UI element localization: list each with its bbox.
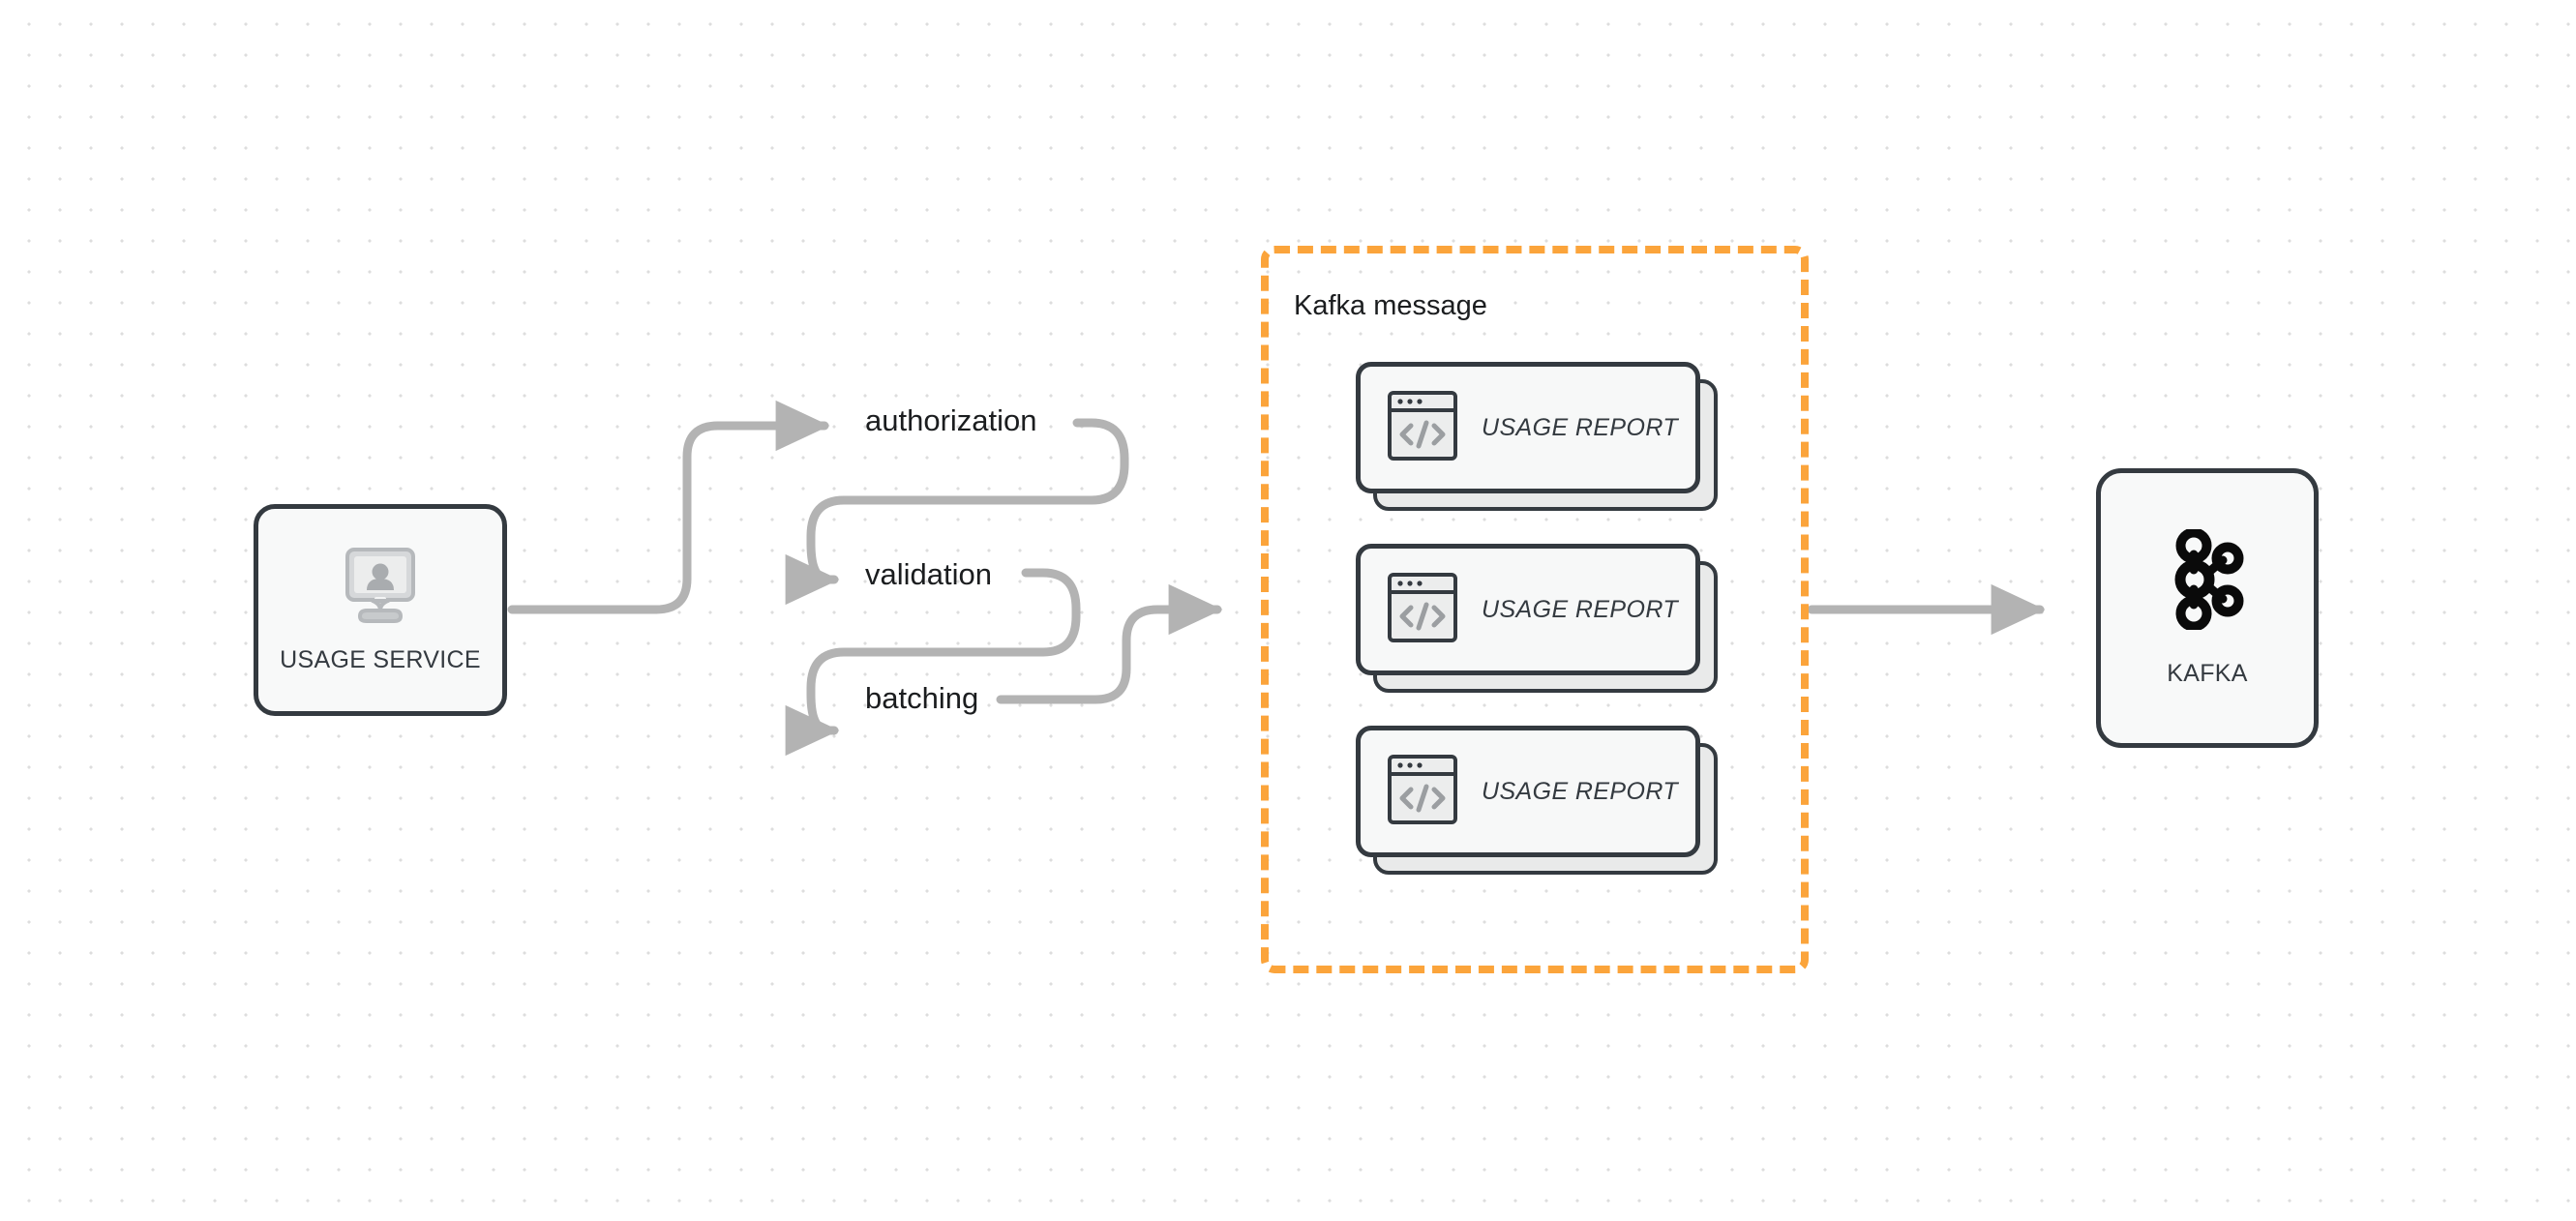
edge-authorization-to-validation — [785, 418, 1129, 606]
monitor-user-icon — [336, 547, 425, 629]
card-usage-report-label: USAGE REPORT — [1482, 413, 1678, 441]
node-usage-service-label: USAGE SERVICE — [280, 645, 481, 673]
card-usage-report-label: USAGE REPORT — [1482, 777, 1678, 805]
code-window-icon — [1387, 754, 1458, 830]
kafka-logo-icon — [2167, 527, 2248, 635]
node-kafka-label: KAFKA — [2167, 659, 2248, 687]
card-front-layer: USAGE REPORT — [1356, 726, 1700, 857]
node-kafka[interactable]: KAFKA — [2096, 468, 2319, 748]
card-usage-report[interactable]: USAGE REPORT — [1356, 362, 1718, 511]
edge-label-authorization: authorization — [865, 403, 1037, 437]
edge-label-validation: validation — [865, 557, 992, 591]
group-kafka-message — [1261, 246, 1809, 973]
group-kafka-message-title: Kafka message — [1294, 290, 1487, 321]
edge-usage-service-to-authorization — [507, 400, 830, 614]
node-usage-service[interactable]: USAGE SERVICE — [254, 504, 507, 716]
card-usage-report[interactable]: USAGE REPORT — [1356, 726, 1718, 875]
card-usage-report[interactable]: USAGE REPORT — [1356, 544, 1718, 693]
card-front-layer: USAGE REPORT — [1356, 544, 1700, 675]
code-window-icon — [1387, 572, 1458, 648]
edge-label-batching: batching — [865, 681, 979, 715]
edge-batching-to-kafka-message — [996, 583, 1223, 704]
card-front-layer: USAGE REPORT — [1356, 362, 1700, 493]
code-window-icon — [1387, 390, 1458, 466]
card-usage-report-label: USAGE REPORT — [1482, 595, 1678, 623]
